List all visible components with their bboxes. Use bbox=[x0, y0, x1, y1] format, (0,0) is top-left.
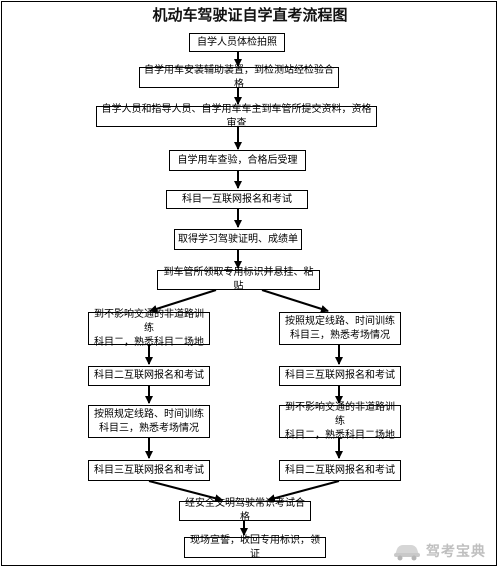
car-icon bbox=[394, 545, 420, 561]
page-title: 机动车驾驶证自学直考流程图 bbox=[152, 6, 348, 24]
step-learning-certificate: 取得学习驾驶证明、成绩单 bbox=[174, 229, 302, 250]
arrow-s7-left bbox=[149, 289, 217, 313]
right-subject3-exam: 科目三互联网报名和考试 bbox=[279, 366, 401, 386]
watermark-text: 驾考宝典 bbox=[426, 544, 486, 560]
step-physical-exam: 自学人员体检拍照 bbox=[189, 33, 285, 52]
step-safe-driving-exam: 经安全文明驾驶常识考试合格 bbox=[179, 498, 311, 523]
step-oath-and-license: 现场宣誓，收回专用标识，领证 bbox=[184, 535, 326, 560]
step-install-aux-device: 自学用车安装辅助装置，到检测站经检验合格 bbox=[139, 65, 339, 90]
left-subject2-exam: 科目二互联网报名和考试 bbox=[88, 366, 210, 386]
step-subject1-exam: 科目一互联网报名和考试 bbox=[166, 190, 308, 209]
right-train-subject3: 按照规定线路、时间训练 科目三，熟悉考场情况 bbox=[279, 312, 401, 345]
arrow-right-d-s8 bbox=[267, 480, 340, 503]
watermark: 驾考宝典 bbox=[392, 536, 496, 566]
left-train-subject3: 按照规定线路、时间训练 科目三，熟悉考场情况 bbox=[88, 405, 210, 438]
left-train-subject2: 到不影响交通的非道路训练 科目二，熟悉科目二场地 bbox=[88, 309, 210, 348]
step-vehicle-inspection: 自学用车查验，合格后受理 bbox=[169, 150, 306, 171]
arrow-s7-right bbox=[261, 289, 329, 313]
left-subject3-exam: 科目三互联网报名和考试 bbox=[88, 460, 210, 481]
step-collect-special-sign: 到车管所领取专用标识并悬挂、粘贴 bbox=[157, 267, 320, 292]
arrow-left-d-s8 bbox=[148, 480, 223, 503]
step-submit-documents: 自学人员和指导人员、自学用车车主到车管所提交资料，资格审查 bbox=[96, 104, 377, 129]
right-train-subject2: 到不影响交通的非道路训练 科目二，熟悉科目二场地 bbox=[279, 402, 401, 441]
right-subject2-exam: 科目二互联网报名和考试 bbox=[279, 460, 401, 481]
